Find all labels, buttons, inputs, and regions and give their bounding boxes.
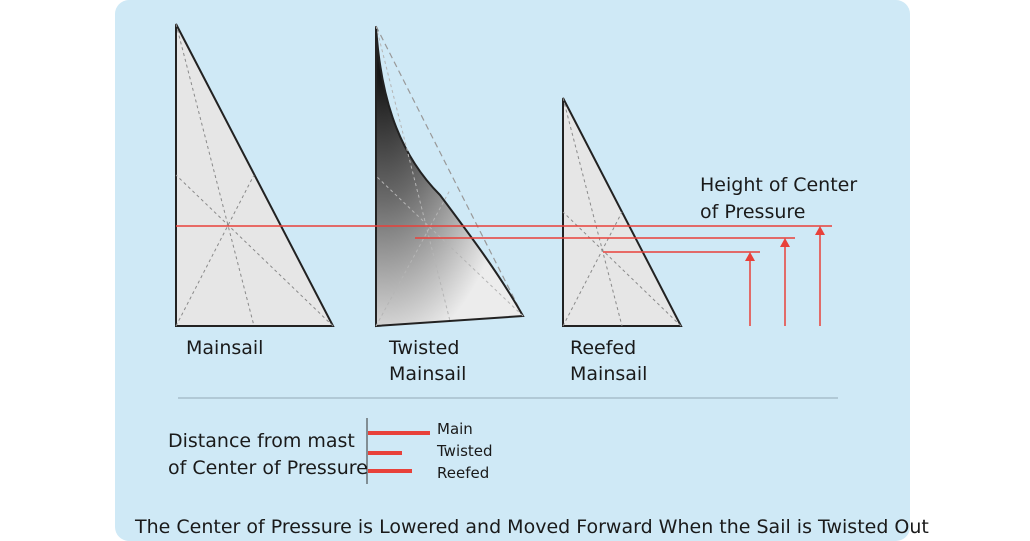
legend-bars (366, 418, 430, 484)
legend-item-main: Main (437, 420, 473, 438)
legend-title-line1: Distance from mast (168, 430, 355, 452)
pressure-lines (176, 225, 832, 326)
height-label-line1: Height of Center (700, 174, 858, 196)
twisted-label-line2: Mainsail (389, 363, 467, 385)
reefed-mainsail-shape (562, 97, 683, 327)
legend-item-reefed: Reefed (437, 464, 490, 482)
height-label-line2: of Pressure (700, 201, 806, 223)
reefed-label-line2: Mainsail (570, 363, 648, 385)
twisted-mainsail-shape (375, 25, 525, 328)
legend-title-line2: of Center of Pressure (168, 457, 368, 479)
caption: The Center of Pressure is Lowered and Mo… (135, 516, 929, 538)
reefed-label-line1: Reefed (570, 337, 637, 359)
mainsail-label: Mainsail (186, 337, 264, 359)
twisted-label-line1: Twisted (389, 337, 460, 359)
legend-item-twisted: Twisted (437, 442, 493, 460)
mainsail-shape (175, 23, 335, 327)
